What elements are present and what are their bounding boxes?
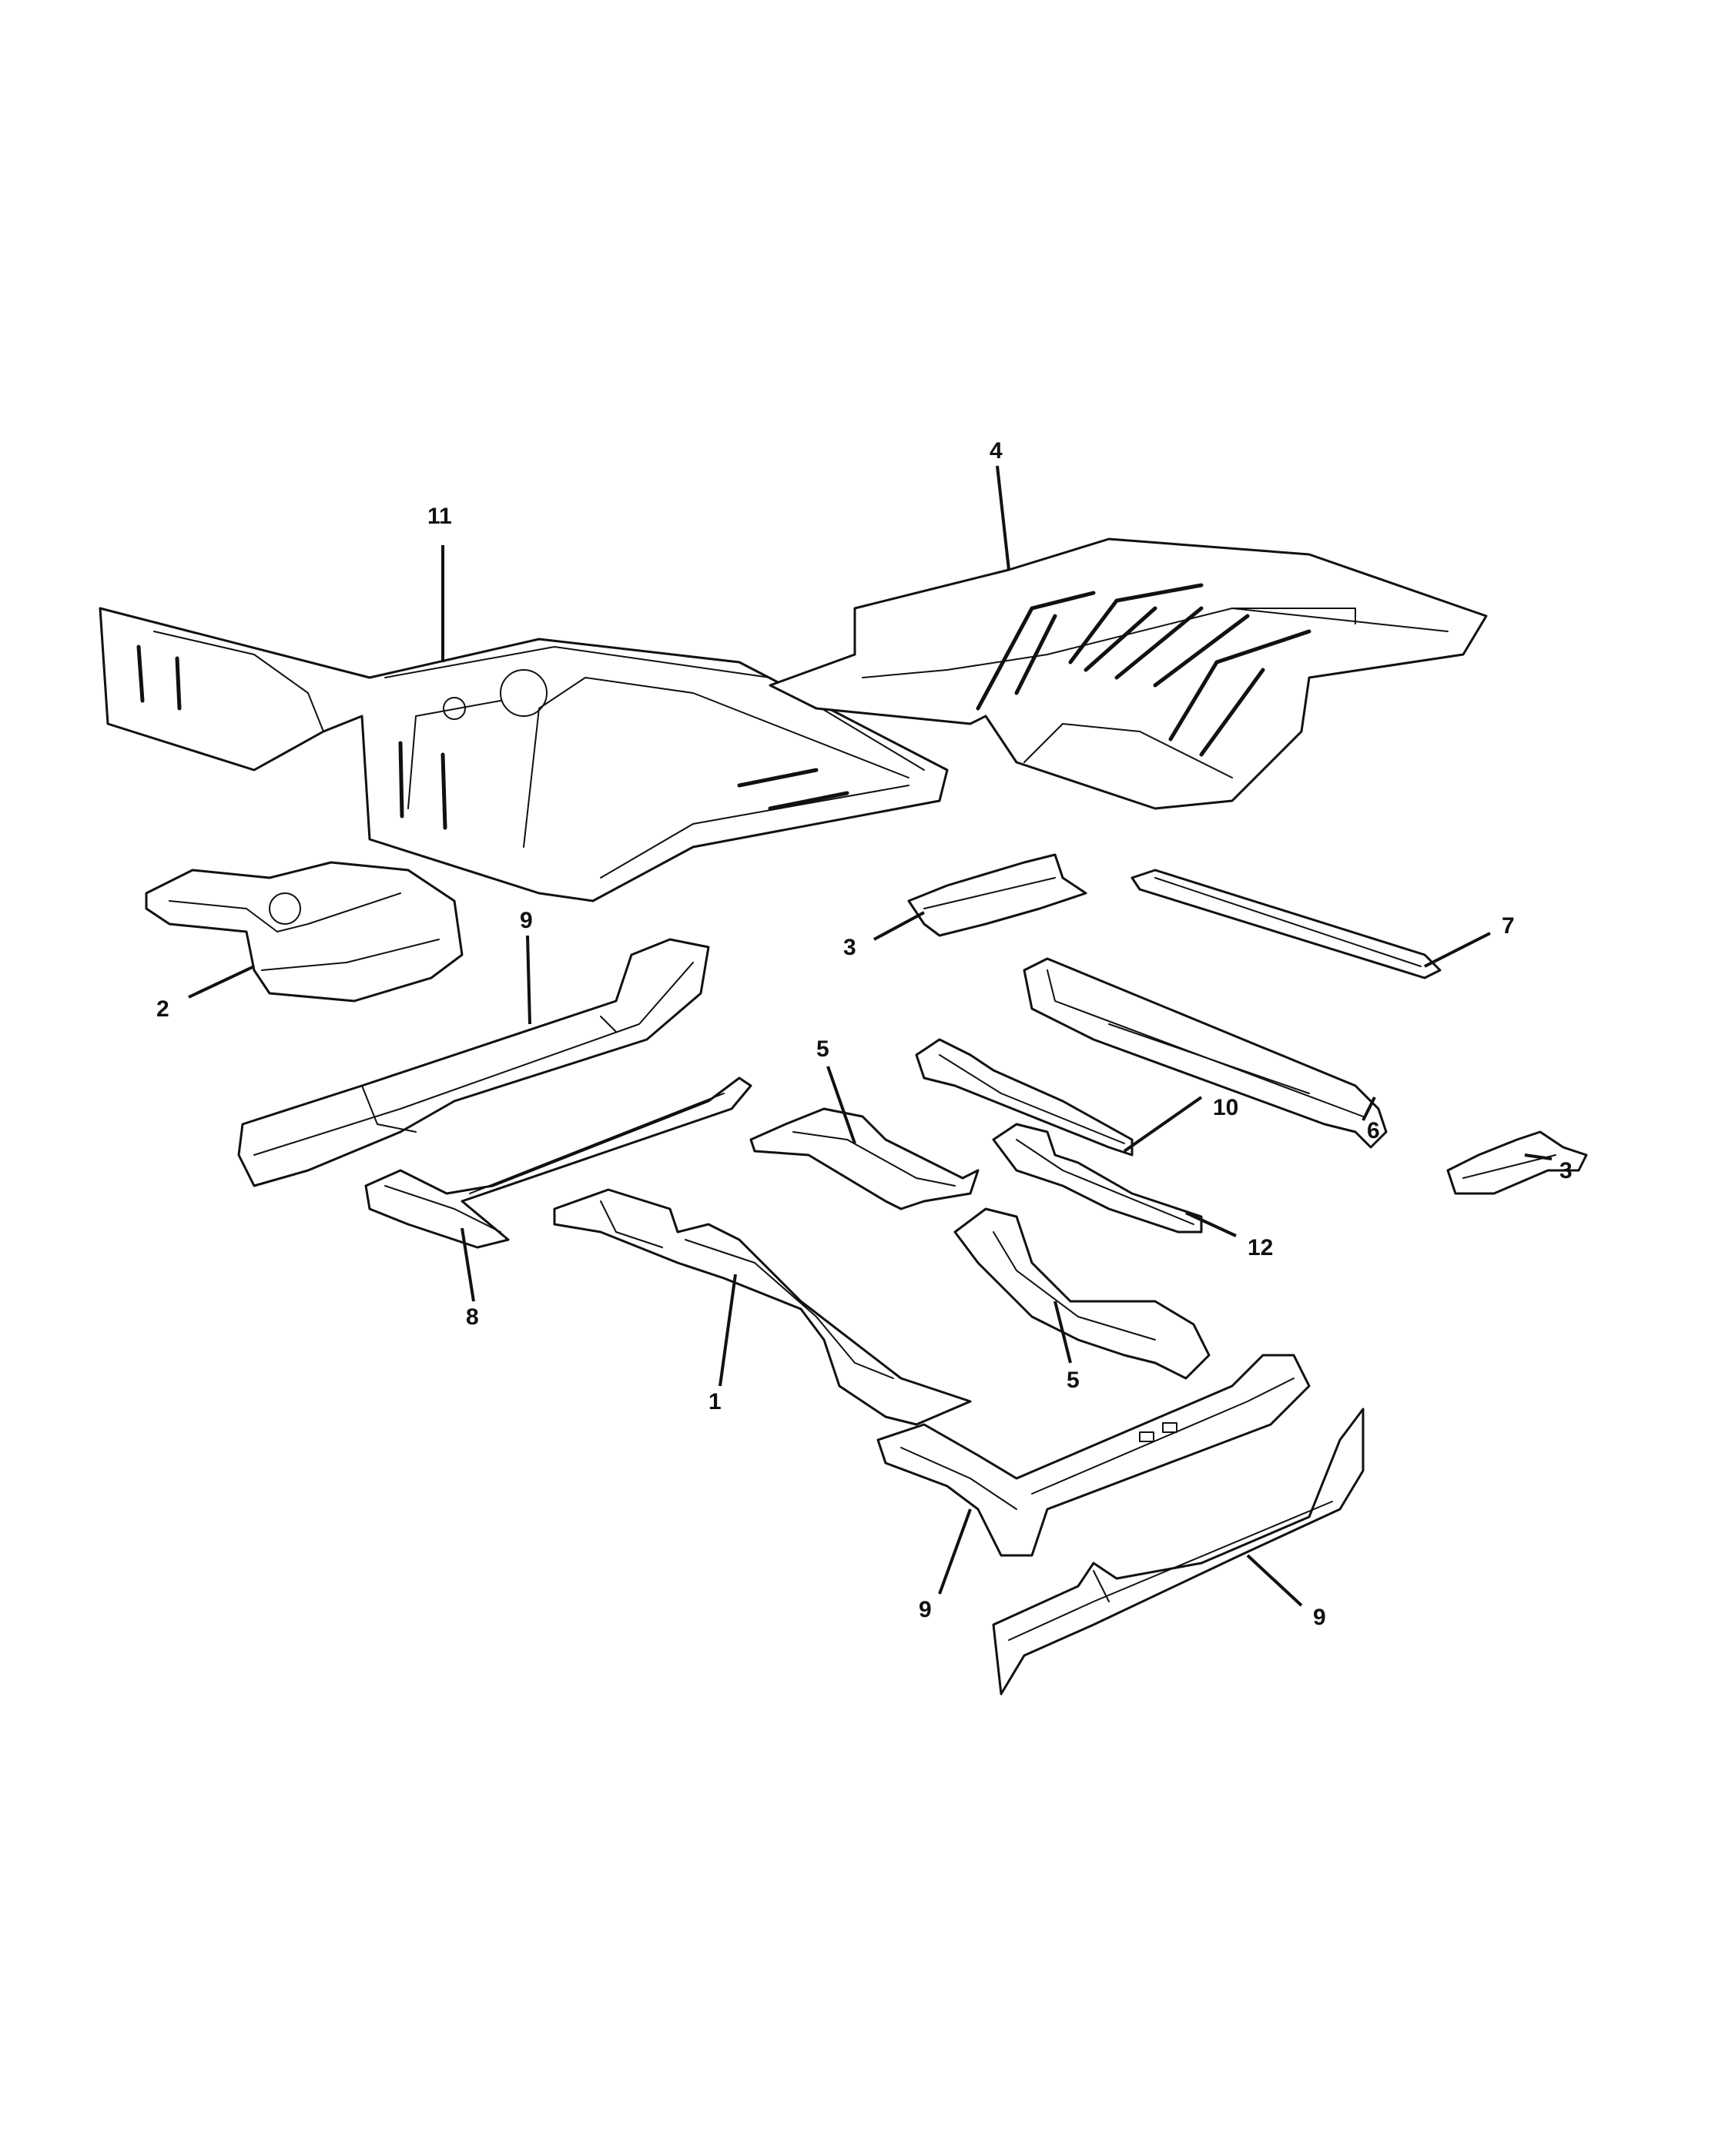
part-fuel-tank-shield[interactable] [145, 861, 464, 1003]
leader-12 [1185, 1211, 1237, 1237]
leader-7 [1424, 932, 1491, 968]
callout-9-upper: 9 [520, 908, 533, 933]
part-rear-floor-pan[interactable] [769, 537, 1488, 810]
leader-8a [461, 1227, 475, 1302]
leader-6 [1362, 1096, 1376, 1121]
callout-12: 12 [1248, 1235, 1273, 1260]
leader-3a [873, 911, 925, 941]
callout-5-upper: 5 [816, 1036, 829, 1062]
callout-7: 7 [1502, 913, 1515, 939]
callout-3-upper: 3 [843, 935, 856, 960]
callouts: 11 4 2 9 3 7 10 6 3 5 12 8 1 5 9 9 [156, 438, 1573, 1630]
callout-11: 11 [427, 504, 452, 529]
part-bracket-3-upper[interactable] [907, 853, 1087, 937]
callout-3-right: 3 [1559, 1158, 1573, 1183]
leader-lines [188, 465, 1552, 1607]
leader-9a [526, 935, 531, 1025]
leader-10 [1123, 1096, 1203, 1153]
leader-2 [188, 965, 255, 999]
part-long-member-7[interactable] [1130, 869, 1442, 979]
part-sill-right[interactable] [992, 1408, 1365, 1696]
callout-1: 1 [708, 1389, 722, 1414]
part-beam-6[interactable] [1023, 957, 1388, 1149]
part-crossmember-right[interactable] [876, 1354, 1311, 1557]
leader-1 [718, 1274, 737, 1387]
part-front-floor-pan[interactable] [99, 607, 949, 902]
leader-8b [938, 1508, 972, 1595]
part-bracket-3-right[interactable] [1446, 1130, 1588, 1195]
part-crossmember-5-upper[interactable] [749, 1107, 980, 1210]
part-bracket-12[interactable] [992, 1123, 1203, 1234]
callout-10: 10 [1213, 1095, 1238, 1120]
callout-8-right: 9 [919, 1597, 932, 1622]
callout-2: 2 [156, 996, 169, 1022]
leader-4 [996, 465, 1010, 571]
part-tunnel-rail[interactable] [553, 1188, 972, 1426]
leader-5b [1053, 1301, 1072, 1364]
callout-5-lower: 5 [1067, 1368, 1080, 1393]
part-sill-left[interactable] [237, 938, 710, 1187]
callout-6: 6 [1367, 1118, 1380, 1143]
callout-8-left: 8 [466, 1304, 479, 1330]
part-crossmember-5-lower[interactable] [953, 1207, 1211, 1380]
part-crossmember-left[interactable] [364, 1076, 752, 1249]
callout-4: 4 [990, 438, 1003, 464]
leader-3b [1524, 1153, 1552, 1160]
callout-9-lower: 9 [1313, 1605, 1326, 1630]
leader-5a [826, 1066, 856, 1144]
leader-9b [1246, 1554, 1303, 1607]
